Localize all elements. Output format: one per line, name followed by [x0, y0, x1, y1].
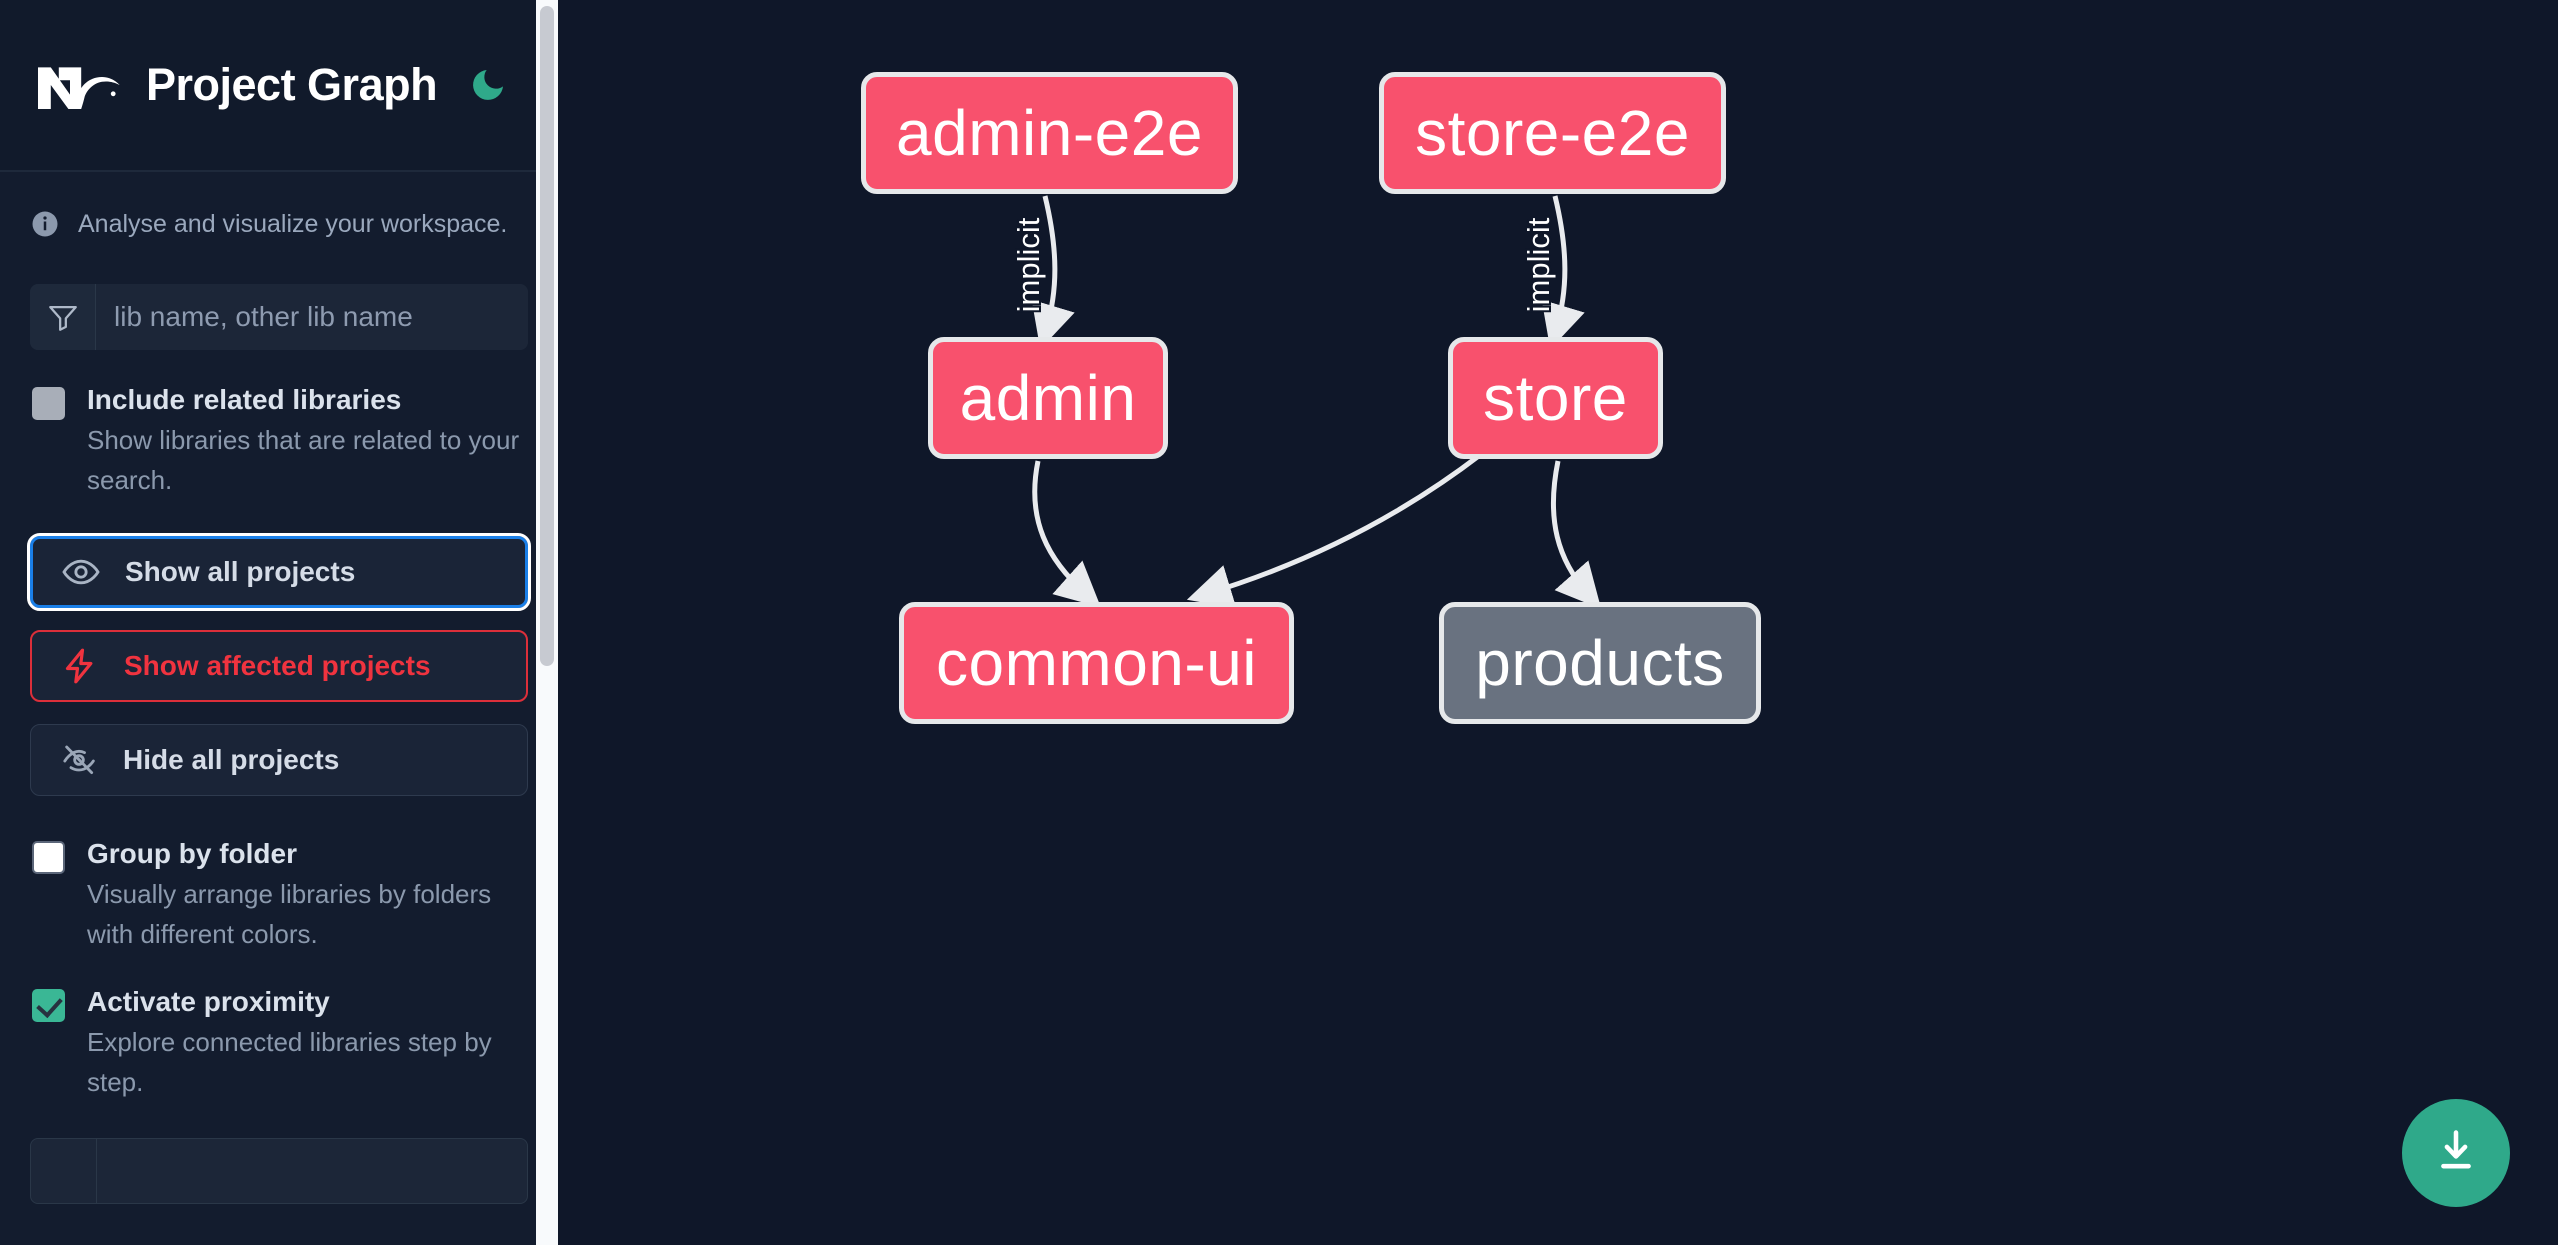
- sidebar-header: Project Graph: [0, 0, 558, 172]
- visibility-buttons: Show all projects Show affected projects: [27, 533, 531, 796]
- checkbox-text: Group by folder Visually arrange librari…: [87, 836, 528, 954]
- info-icon: [30, 209, 60, 239]
- graph-node-admin[interactable]: admin: [928, 337, 1168, 459]
- sidebar-scrollbar[interactable]: [536, 0, 558, 1245]
- checkbox-label: Activate proximity: [87, 986, 330, 1017]
- filter-icon[interactable]: [30, 284, 96, 350]
- eye-off-icon: [59, 740, 99, 780]
- download-icon: [2430, 1125, 2482, 1182]
- hide-all-projects-button[interactable]: Hide all projects: [30, 724, 528, 796]
- graph-node-store-e2e[interactable]: store-e2e: [1379, 72, 1726, 194]
- edge-admin-e2e-to-admin: [1031, 195, 1075, 350]
- sidebar-body: Include related libraries Show libraries…: [0, 284, 558, 1102]
- search-input[interactable]: [96, 284, 528, 350]
- eye-icon: [61, 552, 101, 592]
- checkbox-description: Show libraries that are related to your …: [87, 425, 520, 495]
- nx-logo-icon: [30, 56, 126, 114]
- proximity-control-segment[interactable]: [31, 1139, 97, 1203]
- node-label: store: [1483, 362, 1628, 434]
- button-label: Show all projects: [125, 556, 356, 587]
- checkbox-indicator[interactable]: [32, 387, 65, 420]
- graph-node-common-ui[interactable]: common-ui: [899, 602, 1294, 724]
- page-title: Project Graph: [146, 59, 438, 110]
- proximity-control-partial[interactable]: [30, 1138, 528, 1204]
- graph-canvas[interactable]: implicit implicit admin-e2e store-e2e ad…: [558, 0, 2558, 1245]
- edge-label-implicit-store: implicit: [1519, 215, 1558, 314]
- checkbox-indicator[interactable]: [32, 989, 65, 1022]
- button-label: Show affected projects: [124, 650, 431, 681]
- node-label: admin: [959, 362, 1137, 434]
- edge-admin-to-common-ui: [1032, 460, 1101, 608]
- svg-text:implicit: implicit: [1521, 217, 1556, 312]
- show-affected-projects-button[interactable]: Show affected projects: [30, 630, 528, 702]
- checkbox-group-by-folder[interactable]: Group by folder Visually arrange librari…: [30, 836, 528, 954]
- node-label: admin-e2e: [896, 97, 1203, 169]
- tagline: Analyse and visualize your workspace.: [0, 172, 558, 276]
- sidebar: Project Graph Analyse and visualize your…: [0, 0, 558, 1245]
- sidebar-scrollbar-thumb[interactable]: [540, 6, 554, 666]
- node-label: products: [1475, 627, 1725, 699]
- graph-node-store[interactable]: store: [1448, 337, 1663, 459]
- checkbox-text: Activate proximity Explore connected lib…: [87, 984, 528, 1102]
- node-label: store-e2e: [1415, 97, 1690, 169]
- lightning-icon: [60, 646, 100, 686]
- checkbox-label: Include related libraries: [87, 384, 402, 415]
- graph-node-products[interactable]: products: [1439, 602, 1761, 724]
- tagline-text: Analyse and visualize your workspace.: [78, 209, 508, 238]
- sidebar-content: Project Graph Analyse and visualize your…: [0, 0, 558, 1245]
- node-label: common-ui: [935, 627, 1258, 699]
- graph-node-admin-e2e[interactable]: admin-e2e: [861, 72, 1238, 194]
- edge-store-e2e-to-store: [1541, 195, 1585, 350]
- checkbox-description: Explore connected libraries step by step…: [87, 1027, 492, 1097]
- edge-store-to-products: [1550, 460, 1602, 610]
- checkbox-description: Visually arrange libraries by folders wi…: [87, 879, 492, 949]
- button-label: Hide all projects: [123, 744, 340, 775]
- checkbox-include-related-libraries[interactable]: Include related libraries Show libraries…: [30, 382, 528, 500]
- search-row: [30, 284, 528, 350]
- display-options: Group by folder Visually arrange librari…: [30, 836, 528, 1102]
- edge-store-to-common-ui: [1186, 453, 1482, 609]
- checkbox-activate-proximity[interactable]: Activate proximity Explore connected lib…: [30, 984, 528, 1102]
- checkbox-indicator[interactable]: [32, 841, 65, 874]
- graph-edges: implicit implicit: [1009, 195, 1602, 610]
- moon-icon[interactable]: [465, 62, 511, 108]
- checkbox-text: Include related libraries Show libraries…: [87, 382, 528, 500]
- edge-label-implicit-admin: implicit: [1009, 215, 1048, 314]
- svg-text:implicit: implicit: [1011, 217, 1046, 312]
- show-all-projects-button[interactable]: Show all projects: [27, 533, 531, 611]
- checkbox-label: Group by folder: [87, 838, 297, 869]
- download-graph-button[interactable]: [2402, 1099, 2510, 1207]
